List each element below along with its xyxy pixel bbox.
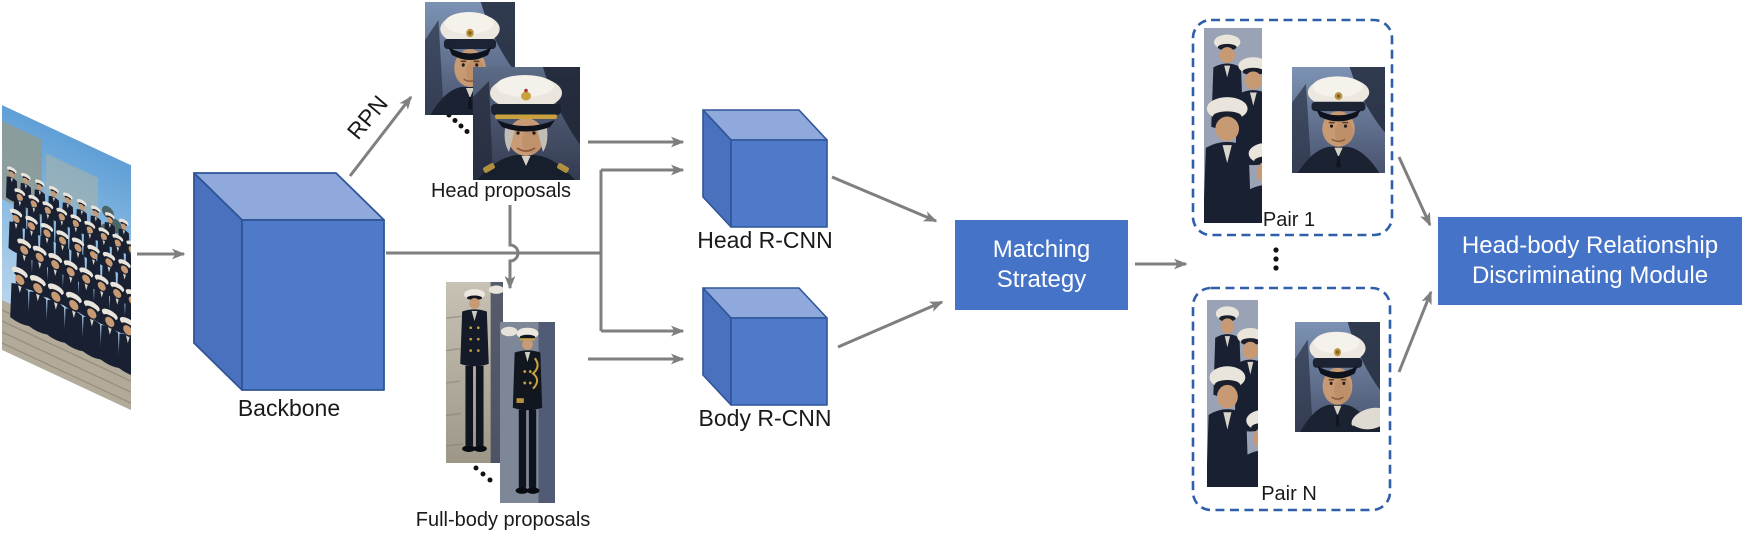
pair-n-body-image [1207,300,1258,487]
head-proposals-label: Head proposals [430,180,572,202]
pair-1-head-image [1292,67,1385,173]
matching-strategy-line2: Strategy [996,266,1087,293]
pair-1-label: Pair 1 [1262,209,1316,231]
head-proposal-2-image [473,67,580,180]
full-body-proposals-label: Full-body proposals [415,509,591,531]
pair-n-label: Pair N [1261,483,1317,505]
pair-n-box [1191,286,1392,512]
head-rcnn-label: Head R-CNN [697,227,833,253]
matching-strategy-box: Matching Strategy [955,220,1128,310]
pair-n-head-image [1295,322,1380,432]
arrow-bodyrcnn-to-matching [837,300,944,349]
backbone-label: Backbone [237,395,341,421]
arrow-pair1-to-module [1397,156,1432,227]
full-body-proposal-1-image [446,282,503,463]
arrow-rpn [348,95,413,177]
pair-1-body-image [1204,28,1262,223]
full-body-proposal-2-image [500,322,555,503]
input-image [2,105,131,411]
body-rcnn-cube [702,287,828,406]
ellipsis-body-proposals [473,465,493,483]
second-cap-icon [1351,407,1380,432]
ellipsis-pairs-vertical [1273,247,1279,271]
backbone-cube [193,172,385,391]
arrow-pairn-to-module [1397,290,1433,373]
arrow-headrcnn-to-matching [831,175,938,223]
module-line1: Head-body Relationship [1461,231,1719,259]
head-rcnn-cube [702,109,828,228]
pair-1-box [1191,18,1394,237]
module-line2: Discriminating Module [1471,262,1709,289]
matching-strategy-line1: Matching [992,235,1091,263]
body-rcnn-label: Body R-CNN [698,405,832,431]
head-body-module-box: Head-body Relationship Discriminating Mo… [1438,217,1742,305]
ellipsis-head-proposals [446,112,470,134]
arrow-headproposals-down [504,205,520,290]
